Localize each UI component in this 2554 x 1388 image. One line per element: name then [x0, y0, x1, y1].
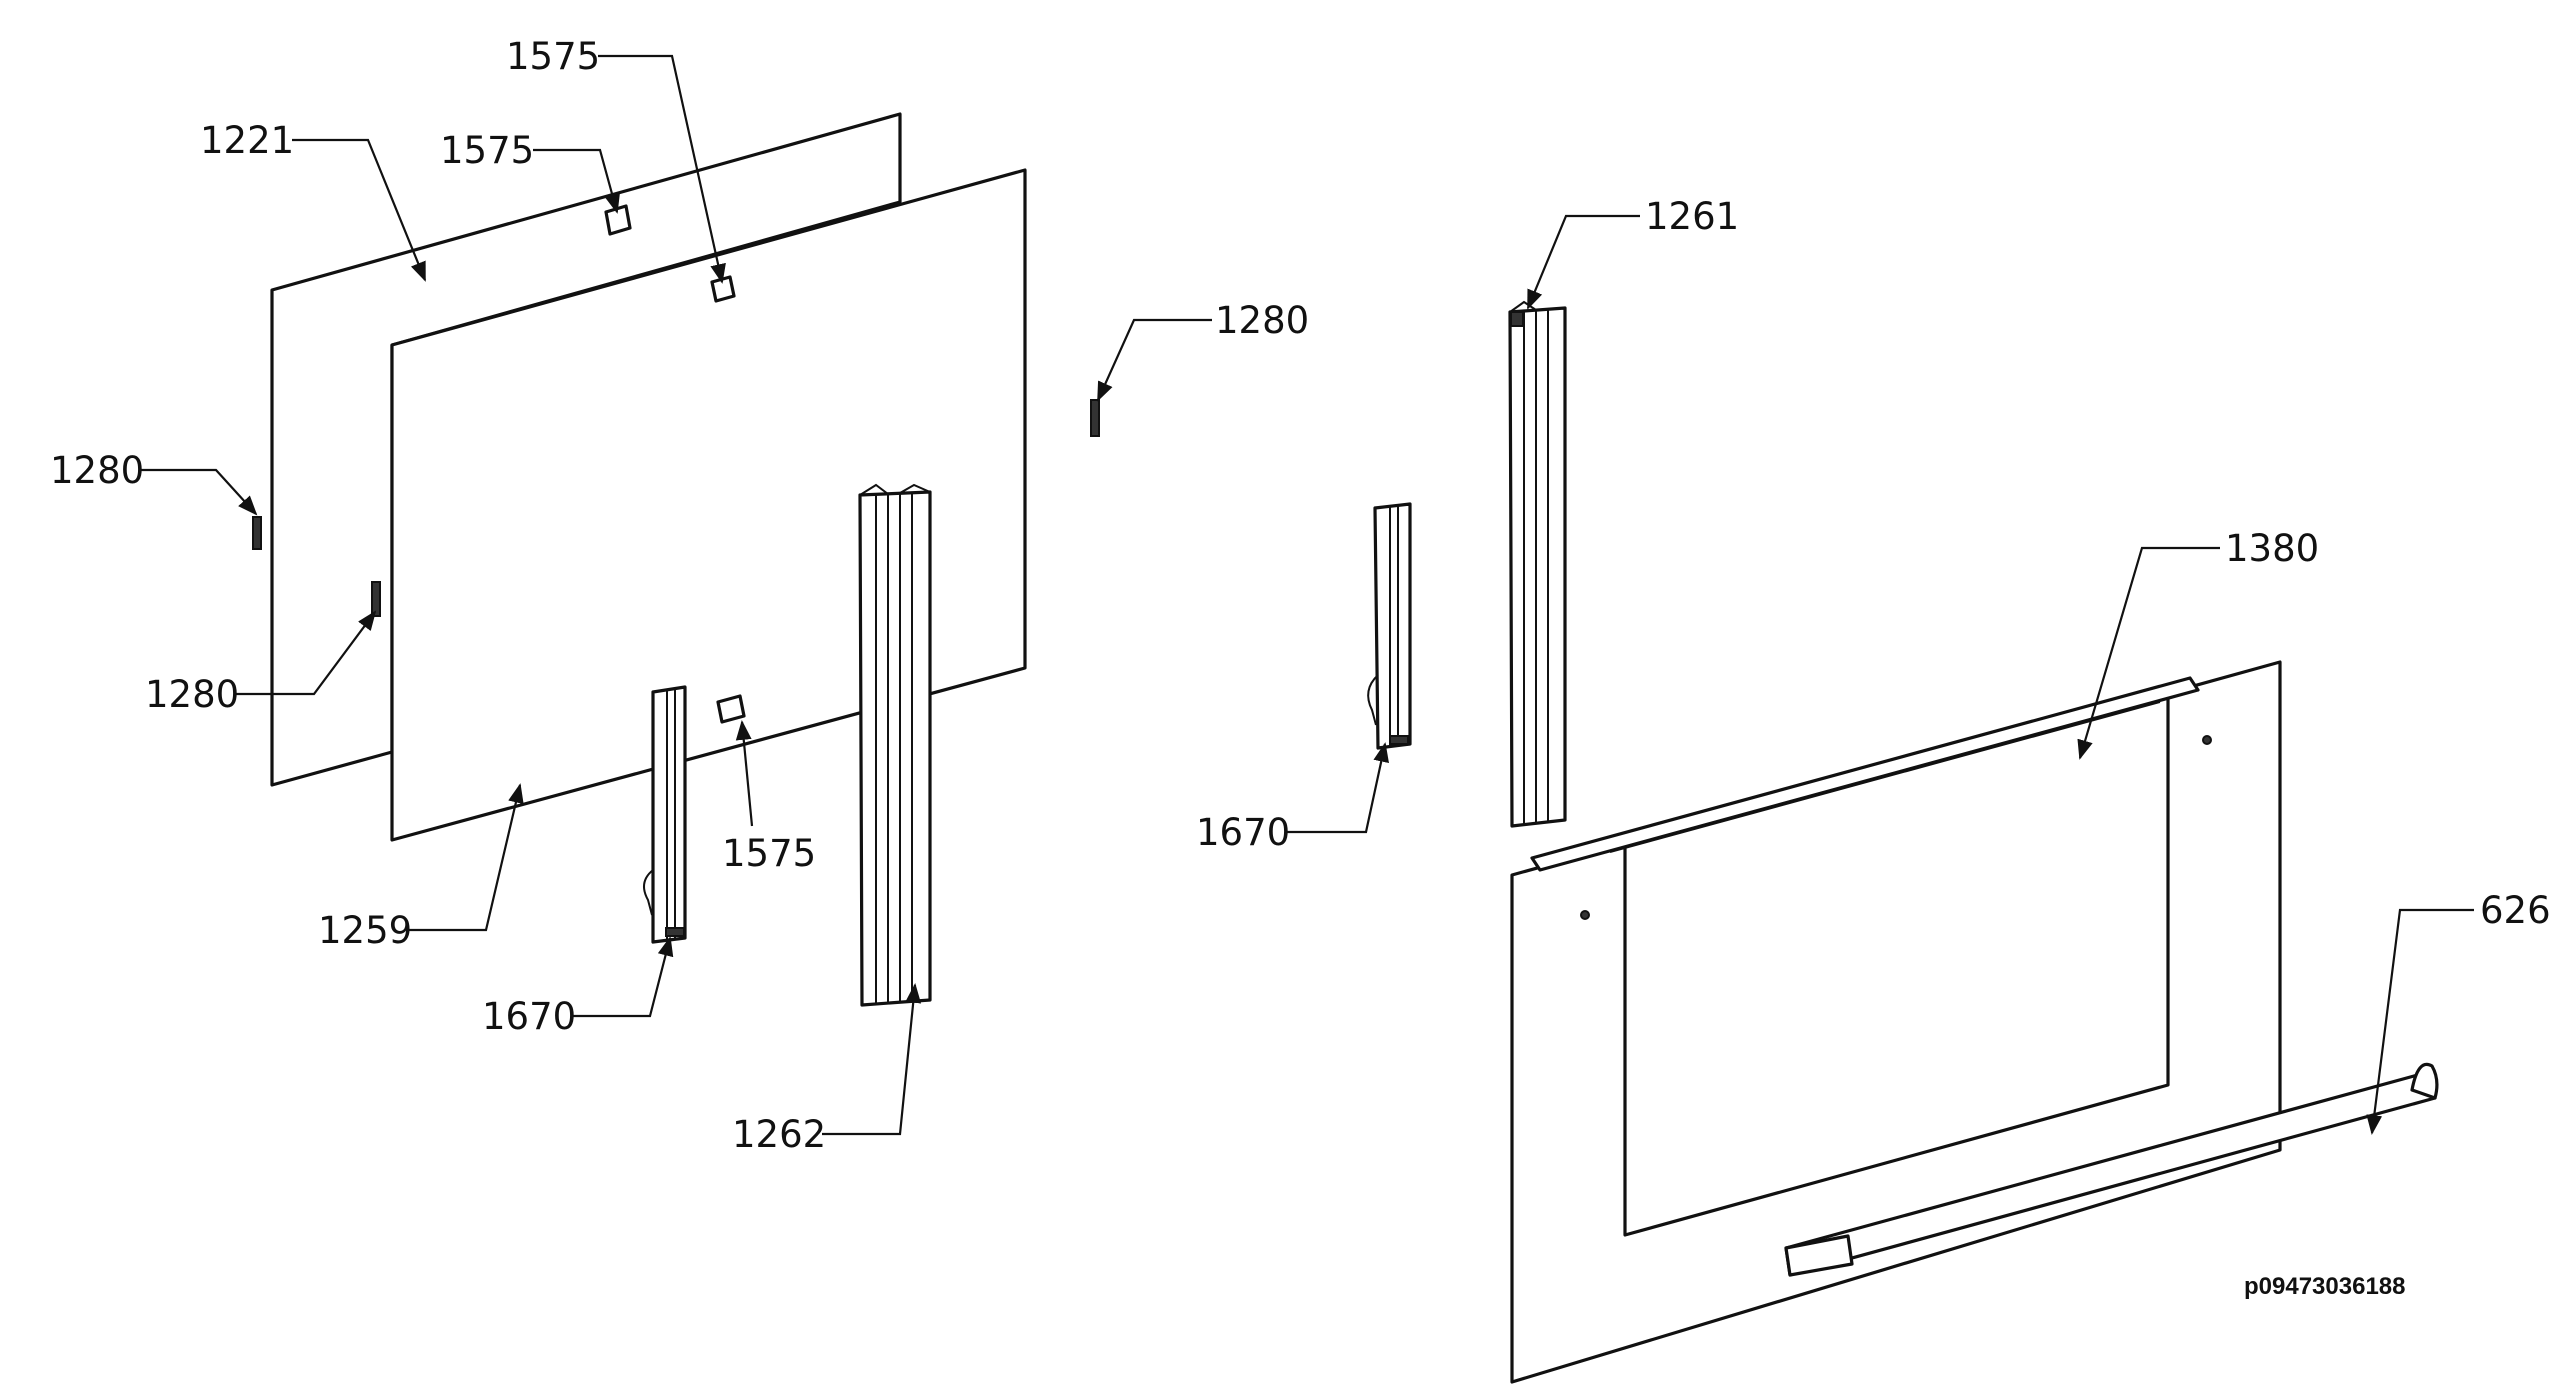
side-profile-1261	[1508, 300, 1567, 828]
leader-1280-inner	[236, 610, 377, 696]
leader-1380	[2077, 546, 2220, 760]
vent-slot-row	[1609, 701, 2161, 853]
callout-1575-mid: 1575	[440, 129, 534, 172]
leader-1259	[408, 783, 524, 932]
callout-1575-top: 1575	[506, 35, 600, 78]
door-front-panel-1380	[1510, 660, 2282, 1384]
clip-1575-top-front	[710, 275, 736, 303]
bracket-1670-right	[1367, 502, 1412, 750]
clip-1280-center	[1090, 399, 1100, 437]
callout-1262: 1262	[732, 1113, 826, 1156]
callout-1670-right: 1670	[1196, 811, 1290, 854]
leader-1670-right	[1286, 742, 1389, 834]
leader-1575-top	[598, 54, 726, 284]
clip-1280-inner	[371, 581, 381, 617]
side-profile-1262	[858, 483, 932, 1007]
leader-1280-left	[140, 468, 258, 516]
callout-1280-center: 1280	[1215, 299, 1309, 342]
leader-1221	[292, 138, 427, 282]
clip-1280-left	[252, 516, 262, 550]
leader-1280-center	[1096, 318, 1212, 402]
callout-1261: 1261	[1645, 195, 1739, 238]
clip-1575-top-rear	[604, 204, 632, 236]
callout-1221: 1221	[200, 119, 294, 162]
reference-code: p09473036188	[2244, 1273, 2405, 1300]
leader-626	[2366, 908, 2474, 1135]
callout-1280-left: 1280	[50, 449, 144, 492]
door-handle-626	[1784, 1062, 2439, 1277]
leader-1262	[822, 983, 922, 1136]
leader-1575-low	[735, 720, 754, 827]
callout-1280-inner: 1280	[145, 673, 239, 716]
callout-1259: 1259	[318, 909, 412, 952]
leader-1575-mid	[533, 148, 620, 214]
leader-1670-left	[572, 936, 674, 1018]
clip-1575-low	[716, 694, 746, 724]
callout-1575-low: 1575	[722, 832, 816, 875]
callout-1670-left: 1670	[482, 995, 576, 1038]
bracket-1670-left	[643, 685, 687, 944]
callout-626: 626	[2480, 889, 2551, 932]
leader-1261	[1526, 214, 1640, 310]
callout-1380: 1380	[2225, 527, 2319, 570]
